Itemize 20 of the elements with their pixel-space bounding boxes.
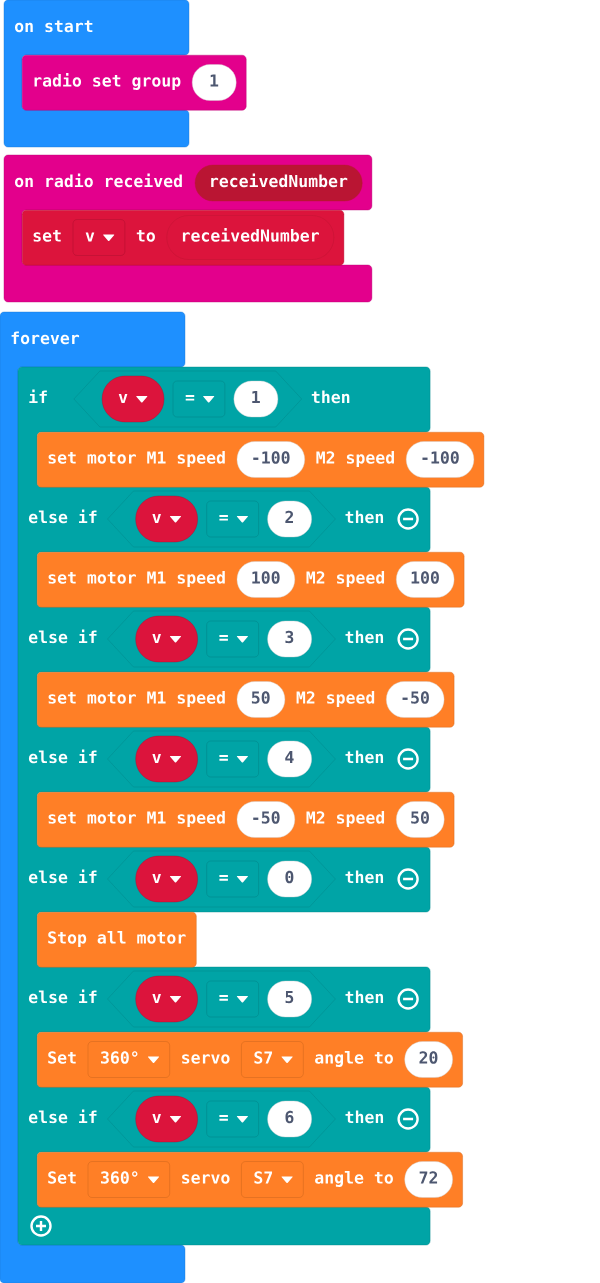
dropdown: =: [206, 620, 259, 658]
statement-block: Stop all motor: [37, 912, 197, 968]
variable-dropdown: v: [135, 975, 198, 1023]
dropdown: S7: [241, 1041, 304, 1078]
variable-dropdown: v: [135, 495, 198, 543]
variable-dropdown: v: [135, 1095, 198, 1143]
variable-dropdown: v: [101, 375, 165, 423]
dropdown: =: [206, 860, 259, 898]
dropdown: 360°: [87, 1161, 170, 1198]
variable-dropdown: v: [135, 855, 198, 903]
dropdown: v: [72, 219, 126, 256]
dropdown: =: [172, 380, 226, 418]
variable-dropdown: v: [135, 735, 198, 783]
dropdown: 360°: [87, 1041, 170, 1078]
dropdown: =: [206, 500, 259, 538]
dropdown: S7: [241, 1161, 304, 1198]
dropdown: =: [206, 740, 259, 778]
dropdown: =: [206, 1100, 259, 1138]
dropdown: =: [206, 980, 259, 1018]
variable-dropdown: v: [135, 615, 198, 663]
